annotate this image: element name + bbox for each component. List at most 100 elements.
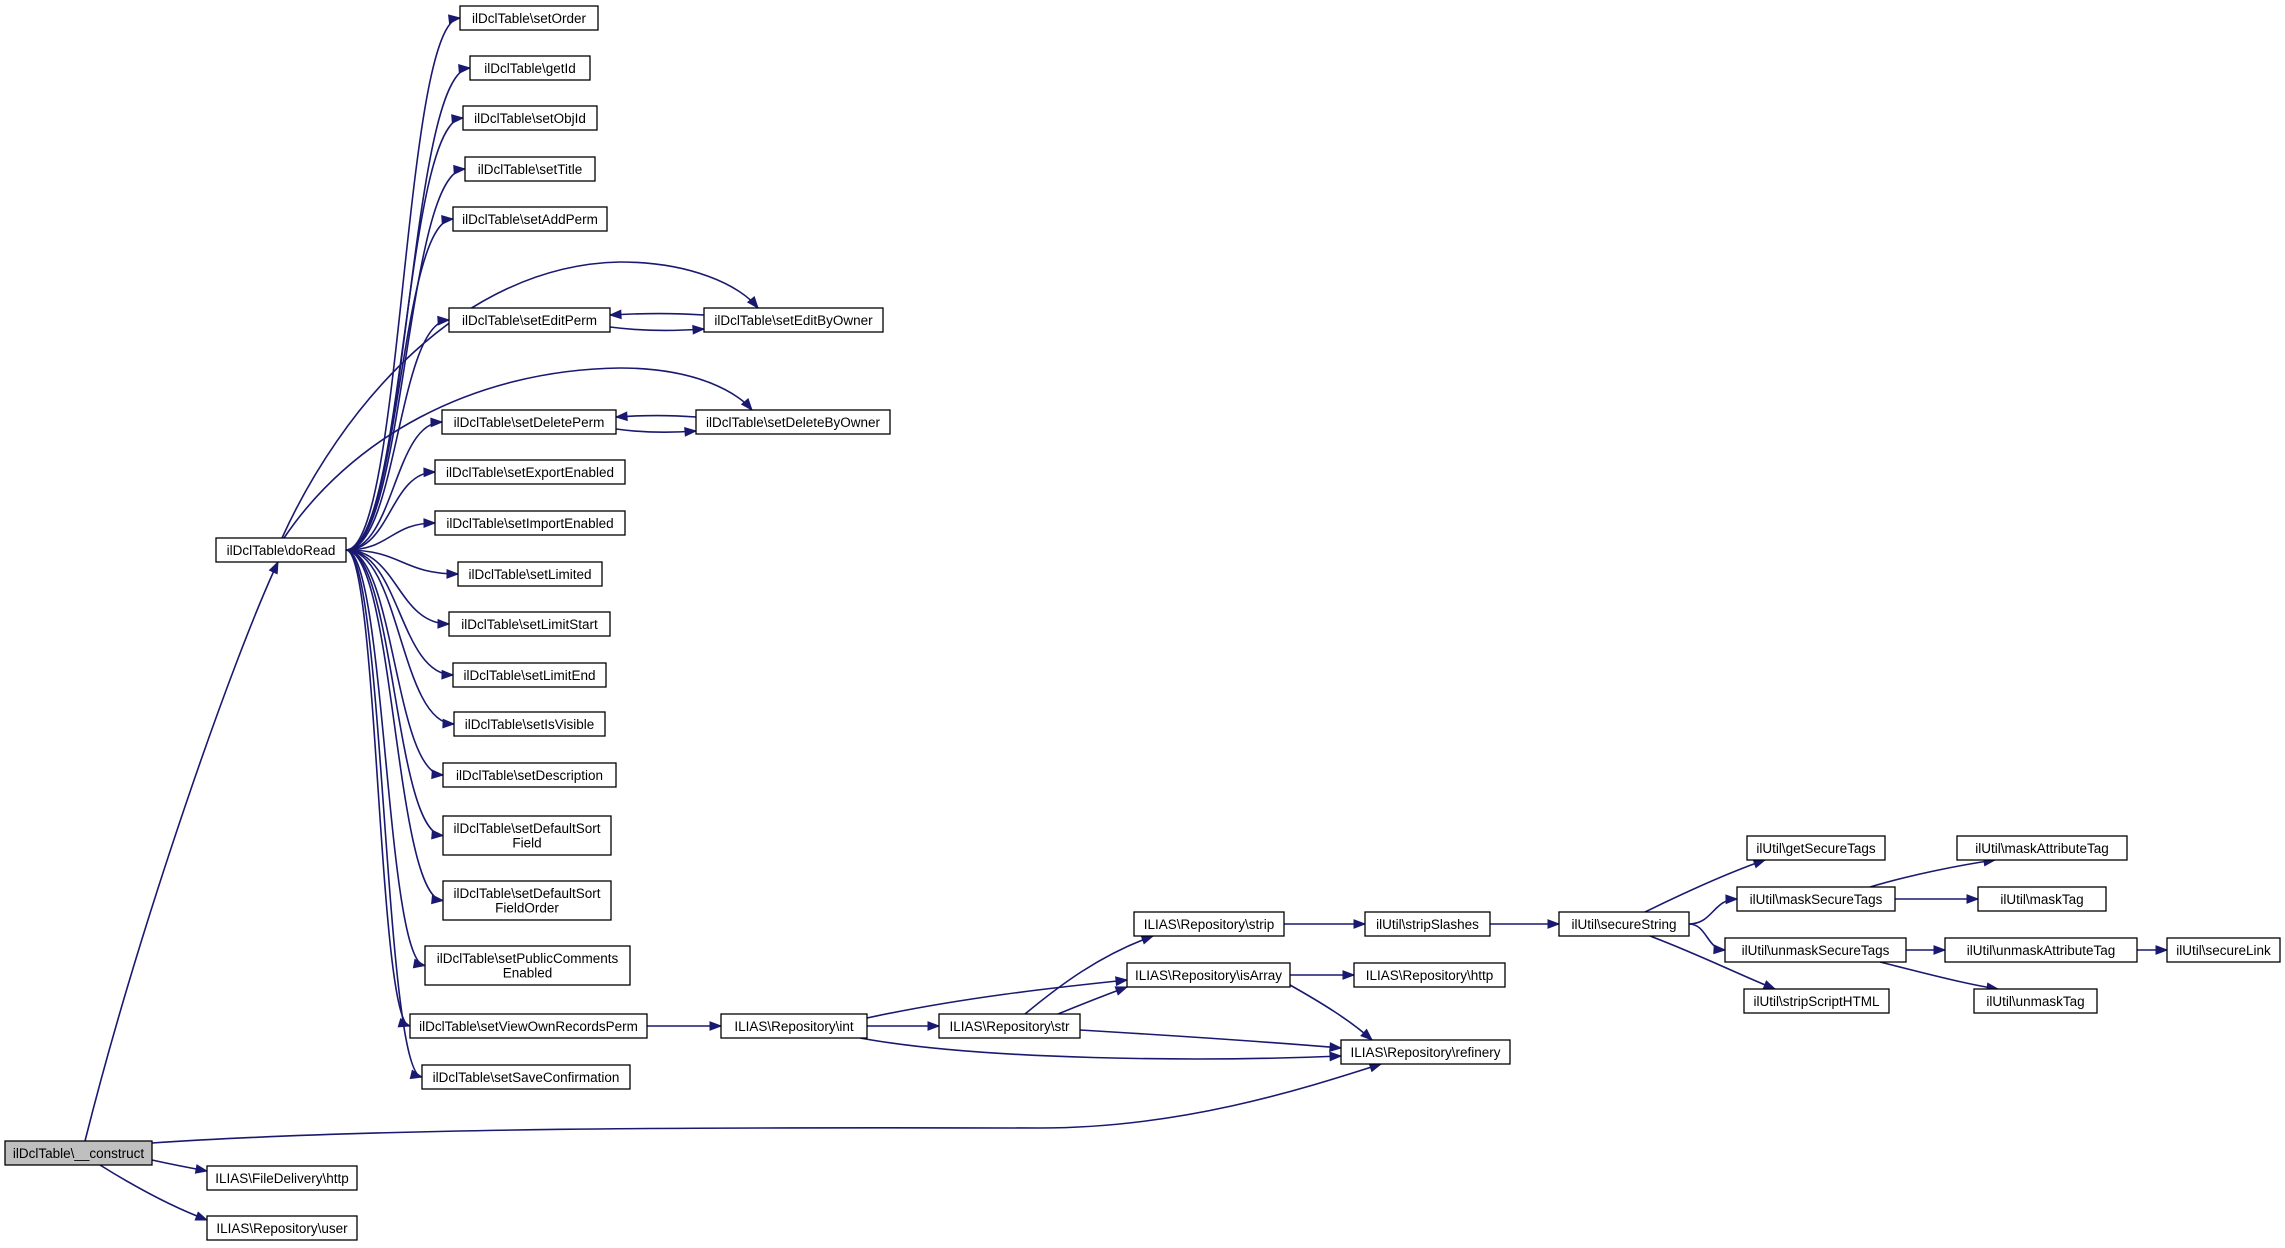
node-maskTag[interactable]: ilUtil\maskTag: [1977, 886, 2107, 912]
edge-setEditPerm-to-setEditByOwner: [609, 324, 706, 335]
node-box: [409, 1013, 648, 1039]
edge-line: [859, 1037, 1342, 1060]
node-construct[interactable]: ilDclTable\__construct: [4, 1140, 153, 1166]
edge-line: [1024, 935, 1154, 1015]
node-setAddPerm[interactable]: ilDclTable\setAddPerm: [452, 206, 608, 232]
edge-line: [1649, 935, 1776, 990]
node-label: ilUtil\stripScriptHTML: [1753, 994, 1880, 1009]
node-label: ilDclTable\setEditPerm: [462, 313, 597, 328]
arrowhead: [1115, 976, 1129, 987]
node-repoRefinery[interactable]: ILIAS\Repository\refinery: [1340, 1039, 1511, 1065]
node-setEditPerm[interactable]: ilDclTable\setEditPerm: [448, 307, 611, 333]
arrowhead: [442, 718, 456, 729]
edge-line: [1079, 1029, 1342, 1049]
arrowhead: [431, 769, 445, 780]
node-setObjId[interactable]: ilDclTable\setObjId: [462, 105, 598, 131]
arrowhead: [446, 569, 460, 579]
node-setIsVisible[interactable]: ilDclTable\setIsVisible: [453, 711, 606, 737]
node-stripScriptHTML[interactable]: ilUtil\stripScriptHTML: [1743, 988, 1890, 1014]
edge-repoInt-to-repoIsArray: [866, 976, 1129, 1019]
node-box: [1944, 937, 2138, 963]
node-doRead[interactable]: ilDclTable\doRead: [215, 537, 347, 563]
node-repoStr[interactable]: ILIAS\Repository\str: [938, 1013, 1081, 1039]
node-setDeletePerm[interactable]: ilDclTable\setDeletePerm: [441, 409, 617, 435]
node-setLimitEnd[interactable]: ilDclTable\setLimitEnd: [452, 662, 607, 688]
arrowhead: [1725, 894, 1739, 905]
node-setViewOwnRecordsPerm[interactable]: ilDclTable\setViewOwnRecordsPerm: [409, 1013, 648, 1039]
node-repoIsArray[interactable]: ILIAS\Repository\isArray: [1126, 962, 1291, 988]
nodes-layer: ilDclTable\__construct ilDclTable\doRead i…: [4, 5, 2281, 1241]
node-stripSlashes[interactable]: ilUtil\stripSlashes: [1364, 911, 1491, 937]
node-box: [462, 105, 598, 131]
node-box: [448, 611, 611, 637]
node-setDeleteByOwner[interactable]: ilDclTable\setDeleteByOwner: [695, 409, 891, 435]
node-box: [469, 55, 591, 81]
node-setSaveConfirmation[interactable]: ilDclTable\setSaveConfirmation: [421, 1064, 631, 1090]
node-setImportEnabled[interactable]: ilDclTable\setImportEnabled: [434, 510, 626, 536]
node-label: ilDclTable\setLimitEnd: [463, 668, 595, 683]
node-label: ilUtil\unmaskAttributeTag: [1967, 943, 2116, 958]
edge-construct-to-doRead: [84, 560, 279, 1142]
node-maskSecureTags[interactable]: ilUtil\maskSecureTags: [1736, 886, 1896, 912]
node-unmaskTag[interactable]: ilUtil\unmaskTag: [1973, 988, 2098, 1014]
node-repoInt[interactable]: ILIAS\Repository\int: [720, 1013, 868, 1039]
arrowhead: [194, 1211, 209, 1221]
node-setTitle[interactable]: ilDclTable\setTitle: [464, 156, 596, 182]
edge-setDeletePerm-to-setDeleteByOwner: [615, 426, 698, 437]
node-secureString[interactable]: ilUtil\secureString: [1558, 911, 1690, 937]
node-setOrder[interactable]: ilDclTable\setOrder: [459, 5, 599, 31]
node-setEditByOwner[interactable]: ilDclTable\setEditByOwner: [703, 307, 884, 333]
edge-line: [1289, 984, 1373, 1041]
node-getSecureTags[interactable]: ilUtil\getSecureTags: [1746, 835, 1886, 861]
edge-doRead-to-setLimited: [345, 549, 460, 579]
edge-line: [345, 522, 436, 551]
edge-construct-to-fdHttp: [151, 1159, 209, 1174]
node-label: ilDclTable\setViewOwnRecordsPerm: [419, 1019, 638, 1034]
node-box: [1126, 962, 1291, 988]
node-label: ilUtil\unmaskSecureTags: [1742, 943, 1890, 958]
edge-repoStr-to-repoRefinery: [1079, 1029, 1343, 1052]
node-box: [1736, 886, 1896, 912]
node-setDescription[interactable]: ilDclTable\setDescription: [442, 762, 617, 788]
edge-line: [345, 471, 436, 551]
edge-doRead-to-setDefaultSortField: [345, 549, 445, 840]
node-unmaskSecureTags[interactable]: ilUtil\unmaskSecureTags: [1724, 937, 1907, 963]
arrowhead: [430, 417, 444, 428]
node-label: ilDclTable\setIsVisible: [465, 717, 595, 732]
node-repoStrip[interactable]: ILIAS\Repository\strip: [1133, 911, 1285, 937]
arrowhead: [437, 618, 451, 629]
edge-line: [345, 549, 423, 1078]
node-fdHttp[interactable]: ILIAS\FileDelivery\http: [206, 1165, 358, 1191]
edge-line: [345, 218, 454, 551]
edge-doRead-to-setDescription: [345, 549, 445, 780]
node-label: ILIAS\Repository\strip: [1144, 917, 1275, 932]
node-secureLink[interactable]: ilUtil\secureLink: [2166, 937, 2281, 963]
node-box: [1353, 962, 1506, 988]
node-setLimitStart[interactable]: ilDclTable\setLimitStart: [448, 611, 611, 637]
edge-doRead-to-setLimitEnd: [345, 549, 455, 680]
arrowhead: [441, 669, 455, 680]
arrowhead: [1140, 935, 1155, 945]
node-label: ILIAS\Repository\http: [1366, 968, 1494, 983]
node-repoHttp[interactable]: ILIAS\Repository\http: [1353, 962, 1506, 988]
arrowhead: [268, 560, 279, 575]
node-setLimited[interactable]: ilDclTable\setLimited: [457, 561, 603, 587]
arrowhead: [453, 164, 467, 175]
node-maskAttributeTag[interactable]: ilUtil\maskAttributeTag: [1956, 835, 2128, 861]
node-box: [1746, 835, 1886, 861]
node-label: ilDclTable\setImportEnabled: [446, 516, 613, 531]
node-unmaskAttributeTag[interactable]: ilUtil\unmaskAttributeTag: [1944, 937, 2138, 963]
node-box: [1743, 988, 1890, 1014]
arrowhead: [431, 894, 445, 905]
node-setExportEnabled[interactable]: ilDclTable\setExportEnabled: [434, 459, 626, 485]
arrowhead: [458, 64, 472, 74]
node-getId[interactable]: ilDclTable\getId: [469, 55, 591, 81]
node-repoUser[interactable]: ILIAS\Repository\user: [206, 1215, 358, 1241]
node-box: [464, 156, 596, 182]
arrowhead: [1966, 894, 1980, 904]
arrowhead: [692, 324, 706, 335]
arrowhead: [194, 1164, 209, 1174]
